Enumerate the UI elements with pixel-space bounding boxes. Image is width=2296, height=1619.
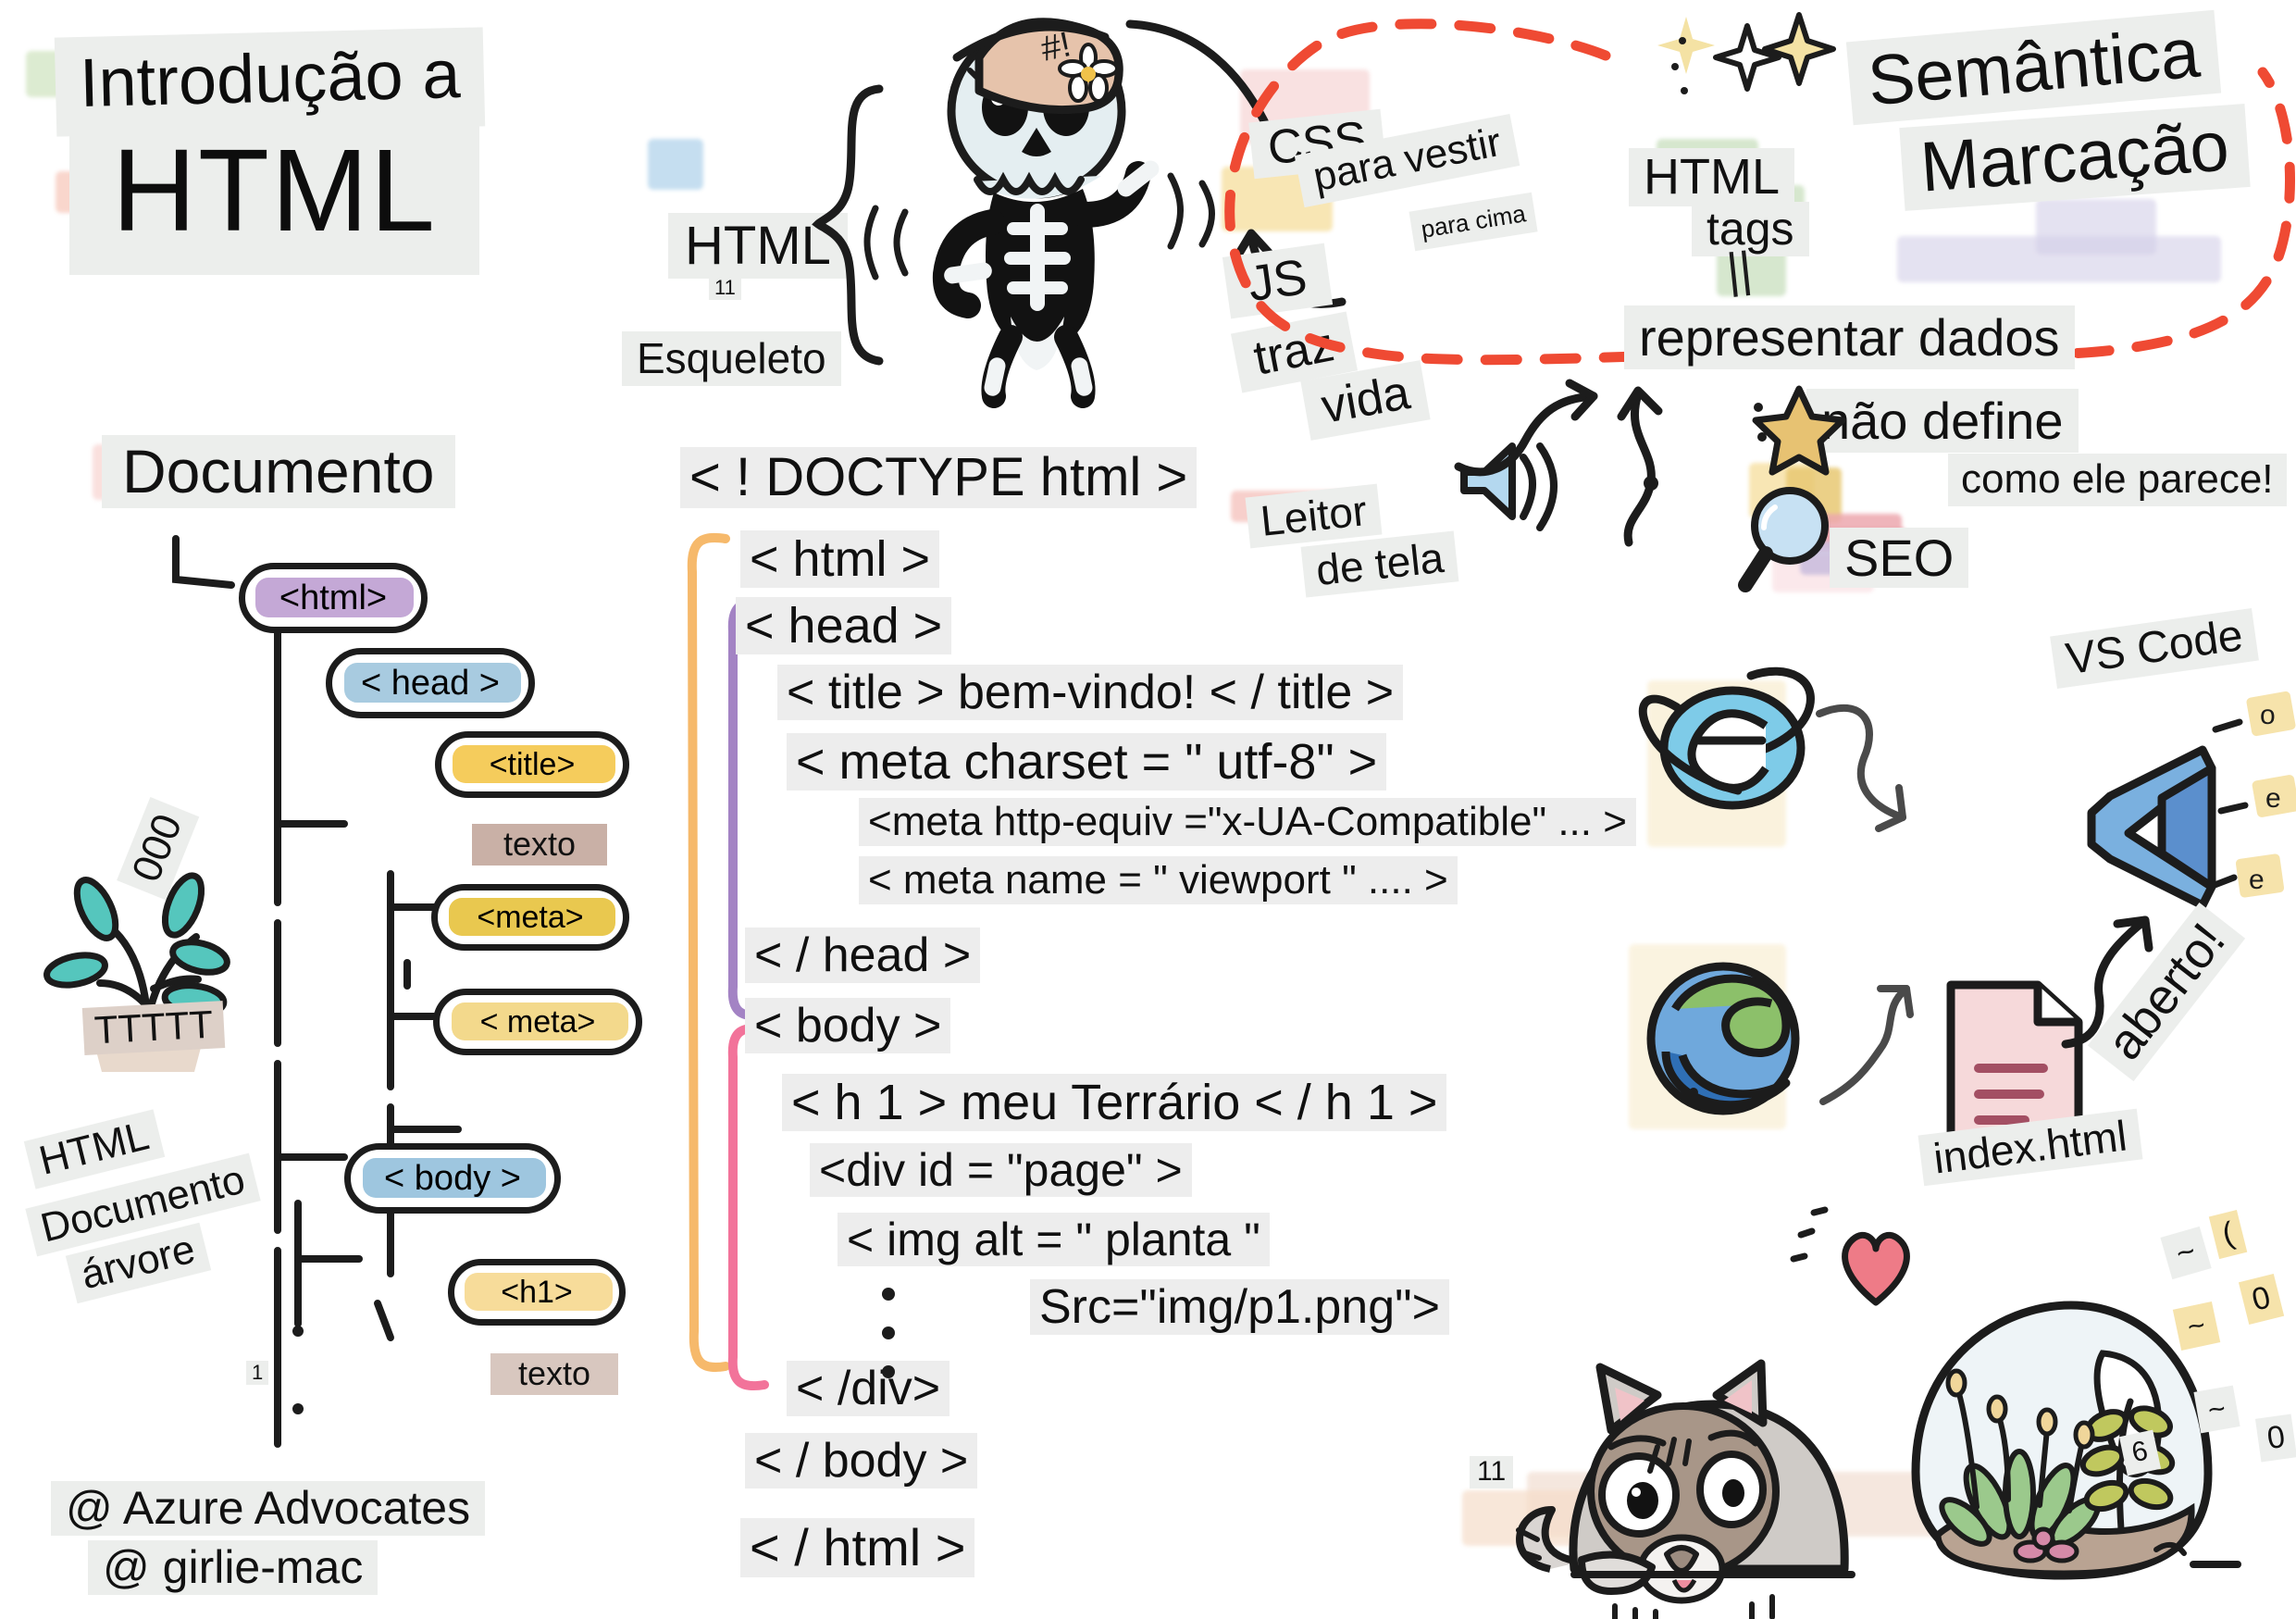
tree-node-label: <h1> [501,1274,573,1310]
node-fill [451,1003,628,1040]
skeleton-esqueleto-label: Esqueleto [622,331,841,386]
credits-line-2: @ girlie-mac [88,1540,379,1595]
page-number: 11 [1470,1456,1514,1488]
arrow-to-representar [1454,379,1598,477]
skeleton-html-label: HTML [668,213,848,280]
tree-node-body[interactable]: < body > [344,1143,561,1214]
motion-lines-right [1167,172,1215,250]
curly-brace [812,84,884,366]
sparkle-dots [1790,1206,1829,1263]
tree-node-label: <meta> [477,899,584,935]
artifact-zero-2: 0 [2254,1414,2296,1463]
plant-artifact-pot: TTTTT [81,1001,226,1055]
code-line-body-close: < / body > [745,1433,978,1488]
tree-node-label: <title> [489,746,576,782]
tree-node-meta-1[interactable]: <meta> [431,884,629,951]
semantics-html-label: HTML [1629,148,1794,207]
code-line-doctype: < ! DOCTYPE html > [680,447,1198,508]
node-fill [255,577,415,618]
tree-node-h1-texto: texto [490,1353,619,1395]
tree-node-title[interactable]: <title> [435,731,629,798]
arrow-hat-to-css [1125,19,1277,143]
svg-text:e: e [2265,783,2281,814]
node-fill [452,745,616,783]
tree-node-label: < meta> [479,1003,596,1040]
artifact-tilde-1: ~ [2160,1226,2212,1279]
arrow-ie-down [1816,704,1906,832]
nao-define-label: não define [1806,389,2079,454]
code-line-div-close: < /div> [787,1361,950,1416]
code-line-head-close: < / head > [745,928,981,983]
tree-node-label: < body > [384,1158,521,1198]
code-line-html-open: < html > [740,530,940,588]
code-ellipsis-dots [882,1288,895,1378]
semantics-tags-label: tags [1692,202,1809,256]
small-star-icon [1752,385,1846,476]
motion-lines-left [863,205,909,280]
node-fill [464,1273,613,1311]
code-line-meta-viewport: < meta name = " viewport " .... > [859,856,1458,904]
vscode-icon [2087,745,2216,910]
tree-node-h1[interactable]: <h1> [448,1259,626,1326]
skeleton-illustration: #! [932,18,1160,408]
tree-node-label: <html> [279,578,388,617]
code-line-h1: < h 1 > meu Terrário < / h 1 > [782,1074,1447,1131]
terrarium-illustration [1911,1301,2241,1580]
bracket-html [687,533,730,1372]
artifact-tilde-2: ~ [2172,1301,2220,1351]
code-line-meta-http-equiv: <meta http-equiv ="x-UA-Compatible" ... … [859,798,1636,846]
representar-dados-label: representar dados [1624,305,2075,370]
code-line-img-src: Src="img/p1.png"> [1030,1279,1449,1335]
code-line-head-open: < head > [736,597,952,654]
sparkles-icon [1657,12,1836,94]
tree-node-meta-2[interactable]: < meta> [433,989,642,1055]
file-icon [1946,980,2083,1149]
cat-illustration [1516,1359,1855,1619]
artifact-tilde-3: ~ [2193,1385,2240,1433]
arrow-nao-define-seo [1617,386,1663,547]
leitor-de-tela-line2: de tela [1300,530,1459,598]
seo-label: SEO [1830,528,1969,589]
tree-node-html[interactable]: <html> [239,563,428,633]
tree-node-head[interactable]: < head > [326,648,535,718]
vscode-sparkle-tags: o e e [2206,691,2296,898]
code-line-body-open: < body > [745,998,951,1053]
arrow-edge-up [1819,985,1914,1105]
node-fill [343,662,521,704]
credits-line-1: @ Azure Advocates [51,1481,486,1536]
documento-heading: Documento [102,435,455,509]
code-line-html-close: < / html > [740,1518,975,1577]
bracket-body [727,1023,769,1391]
arrow-file-to-vscode [2061,915,2153,1049]
skeleton-html-number: 11 [709,276,741,301]
page-title-line2: HTML [69,118,479,275]
internet-explorer-icon [1638,666,1815,810]
code-line-img-alt: < img alt = " planta " [838,1213,1270,1266]
edge-icon [1646,962,1800,1115]
heart-icon [1842,1231,1910,1306]
node-fill [449,898,615,936]
wash-marcacao-2 [1897,236,2221,282]
node-fill [363,1157,547,1199]
vscode-label: VS Code [2050,607,2260,689]
wash-blue-html [648,139,703,190]
semantics-dashed-border [1224,19,2295,366]
code-line-meta-charset: < meta charset = " utf-8" > [787,733,1387,791]
como-ele-parece-label: como ele parece! [1948,454,2287,506]
code-line-title: < title > bem-vindo! < / title > [777,665,1404,720]
tree-node-title-texto: texto [472,824,608,866]
code-line-div-open: <div id = "page" > [810,1143,1192,1197]
artifact-paren: ( [2208,1209,2248,1259]
magnifier-icon [1738,487,1829,592]
tree-marker-1: 1 [246,1361,269,1386]
svg-text:e: e [2249,865,2265,895]
tree-node-label: < head > [360,663,501,703]
svg-text:o: o [2260,700,2276,730]
